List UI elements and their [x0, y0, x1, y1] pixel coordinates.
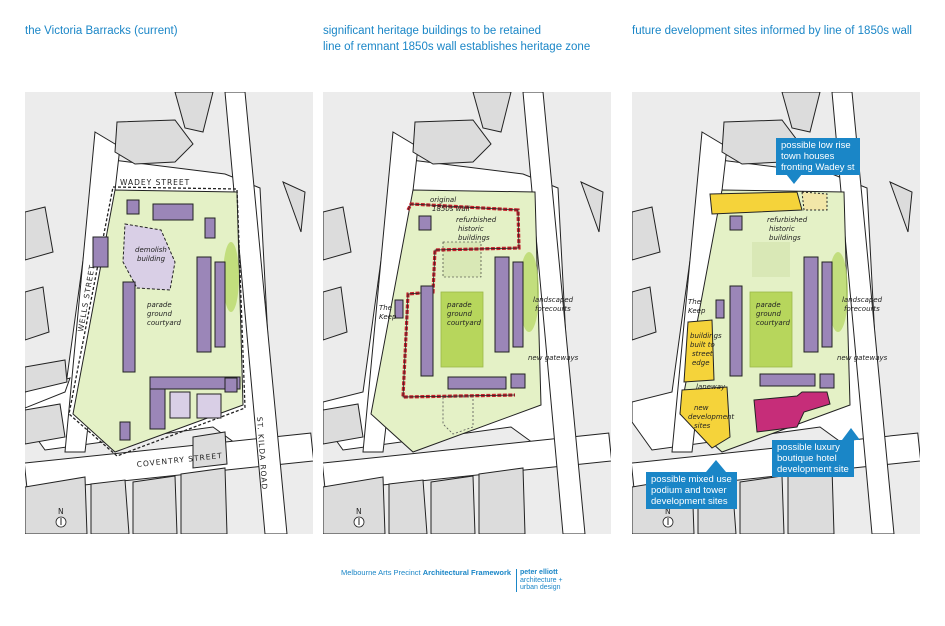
existing-buildings — [92, 199, 241, 441]
panel-1-map: WADEY STREET WELLS STREET COVENTRY STREE… — [25, 92, 313, 534]
logo-line-3: urban design — [520, 584, 561, 591]
label-refurb-3: buildings — [769, 234, 801, 242]
parade-ground — [440, 291, 484, 368]
callout-mixed-use-line-3: development sites — [651, 496, 728, 507]
label-parade-2: ground — [147, 310, 172, 318]
city-blocks — [25, 92, 306, 534]
label-refurb-2: historic — [769, 225, 795, 233]
hotel-site — [753, 391, 831, 433]
panel-2-drawing: original 1850s wall refurbished historic… — [323, 92, 611, 534]
footer-prefix: Melbourne Arts Precinct — [341, 568, 423, 577]
footer-caption: Melbourne Arts Precinct Architectural Fr… — [341, 568, 511, 577]
callout-mixed-use-line-1: possible mixed use — [651, 474, 732, 485]
panel-1-title: the Victoria Barracks (current) — [25, 24, 178, 39]
label-parade-2: ground — [756, 310, 781, 318]
callout-boutique-hotel-line-2: boutique hotel — [777, 453, 837, 464]
label-keep-2: Keep — [379, 313, 397, 321]
callout-boutique-hotel-line-1: possible luxury — [777, 442, 840, 453]
north-label: N — [665, 507, 672, 516]
north-label: N — [356, 507, 363, 516]
site-boundary-dashed — [68, 186, 246, 457]
label-wadey-street: WADEY STREET — [120, 178, 190, 187]
label-wall-1: original — [430, 196, 456, 204]
label-built-1: buildings — [690, 332, 722, 340]
callout-boutique-hotel: possible luxury boutique hotel developme… — [772, 440, 854, 477]
callout-mixed-use-line-2: podium and tower — [651, 485, 727, 496]
label-wall-2: 1850s wall — [432, 205, 470, 213]
north-arrow-icon: N — [55, 507, 67, 528]
label-newdev-3: sites — [694, 422, 711, 430]
callout-town-houses: possible low rise town houses fronting W… — [776, 138, 860, 175]
label-keep-1: The — [688, 298, 701, 306]
label-parade-3: courtyard — [447, 319, 482, 327]
label-parade-3: courtyard — [756, 319, 791, 327]
label-parade-2: ground — [447, 310, 472, 318]
callout-town-houses-pointer-icon — [786, 174, 802, 184]
callout-town-houses-line-2: town houses — [781, 151, 835, 162]
panel-1-title-line: the Victoria Barracks (current) — [25, 25, 178, 37]
label-built-3: street — [692, 350, 713, 358]
callout-town-houses-line-1: possible low rise — [781, 140, 851, 151]
label-land-2: forecourts — [844, 305, 880, 313]
label-land-1: landscaped — [842, 296, 883, 304]
label-demolish-1: demolish — [135, 246, 167, 254]
label-built-2: built to — [690, 341, 715, 349]
callout-boutique-hotel-line-3: development site — [777, 464, 849, 475]
callout-mixed-use: possible mixed use podium and tower deve… — [646, 472, 737, 509]
label-parade-1: parade — [755, 301, 781, 309]
label-newdev-2: development — [688, 413, 734, 421]
label-land-1: landscaped — [533, 296, 574, 304]
label-parade-1: parade — [146, 301, 172, 309]
panel-2-map: original 1850s wall refurbished historic… — [323, 92, 611, 534]
label-keep-1: The — [379, 304, 392, 312]
footer-bold: Architectural Framework — [422, 568, 512, 577]
panel-2-title: significant heritage buildings to be ret… — [323, 24, 590, 55]
development-sites — [679, 191, 828, 449]
label-gateways: new gateways — [837, 354, 888, 362]
label-gateways: new gateways — [528, 354, 579, 362]
label-built-4: edge — [692, 359, 710, 367]
label-parade-3: courtyard — [147, 319, 182, 327]
logo-line-2: architecture + — [520, 576, 563, 584]
panel-3-title-line: future development sites informed by lin… — [632, 25, 912, 37]
city-blocks — [323, 92, 604, 534]
panel-2-title-line-2: line of remnant 1850s wall establishes h… — [323, 41, 591, 53]
demolish-building — [122, 223, 176, 291]
parade-ground — [749, 291, 793, 368]
label-land-2: forecourts — [535, 305, 571, 313]
label-laneway: laneway — [696, 383, 726, 391]
callout-town-houses-line-3: fronting Wadey st — [781, 162, 855, 173]
logo-line-1: peter elliott — [520, 569, 558, 576]
north-arrow-icon: N — [662, 507, 674, 528]
label-parade-1: parade — [446, 301, 472, 309]
label-refurb-3: buildings — [458, 234, 490, 242]
panel-1-drawing: WADEY STREET WELLS STREET COVENTRY STREE… — [25, 92, 313, 534]
north-arrow-icon: N — [353, 507, 365, 528]
label-refurb-2: historic — [458, 225, 484, 233]
label-refurb-1: refurbished — [767, 216, 808, 224]
city-blocks — [632, 92, 913, 534]
heritage-buildings — [715, 215, 835, 389]
callout-boutique-hotel-pointer-icon — [842, 428, 860, 440]
north-label: N — [58, 507, 65, 516]
panel-2-title-line-1: significant heritage buildings to be ret… — [323, 25, 542, 37]
callout-mixed-use-pointer-icon — [706, 460, 726, 472]
label-newdev-1: new — [694, 404, 709, 412]
firm-logo: peter elliott architecture + urban desig… — [516, 569, 563, 592]
heritage-buildings — [394, 215, 526, 390]
label-refurb-1: refurbished — [456, 216, 497, 224]
panel-3-title: future development sites informed by lin… — [632, 24, 912, 39]
label-demolish-2: building — [137, 255, 166, 263]
label-keep-2: Keep — [688, 307, 706, 315]
